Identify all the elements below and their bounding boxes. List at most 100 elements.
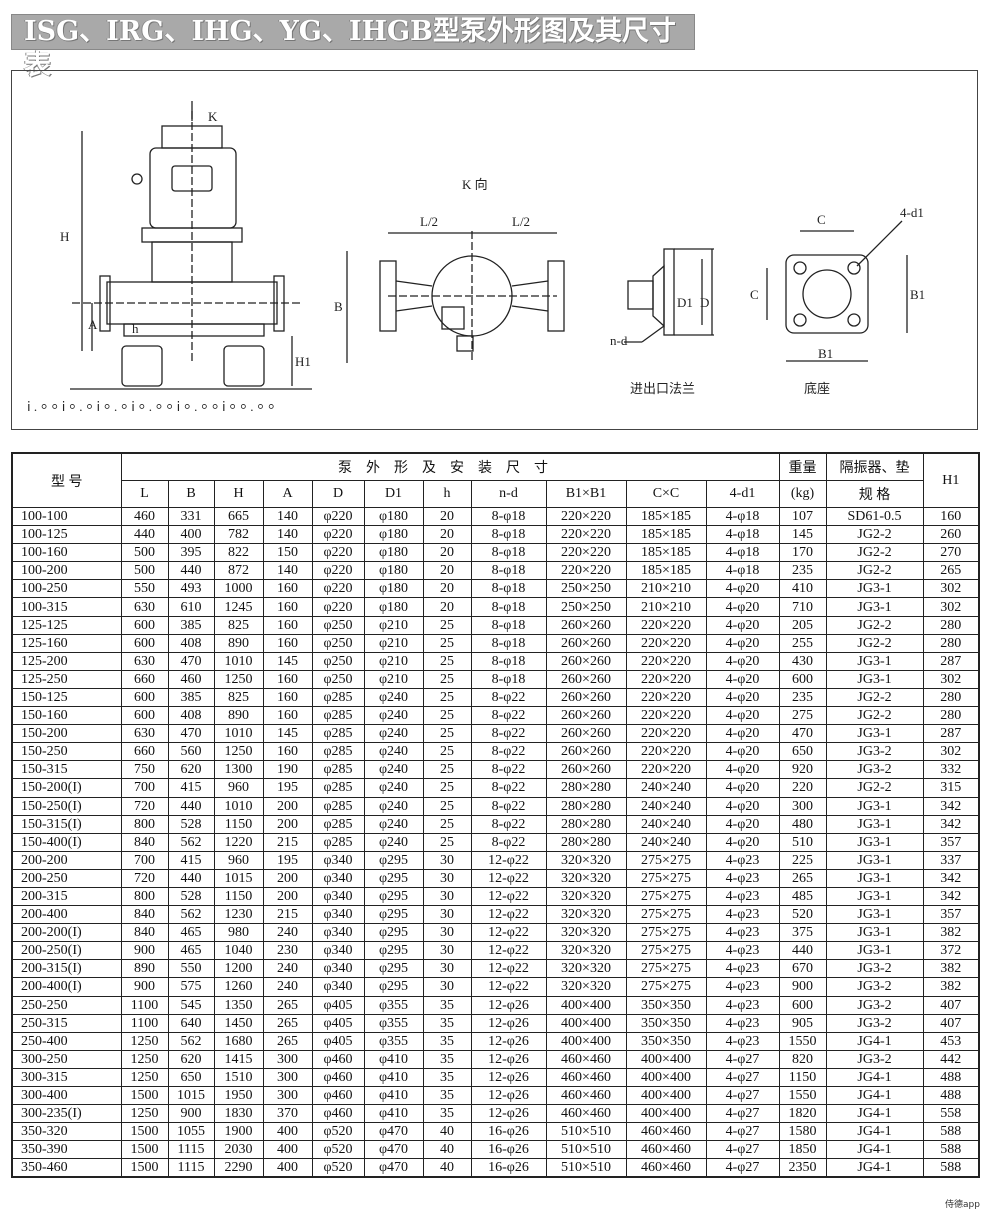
table-cell: 25 bbox=[422, 706, 472, 726]
table-cell: 825 bbox=[213, 615, 264, 635]
table-cell: 25 bbox=[422, 724, 472, 744]
table-cell: φ355 bbox=[363, 1013, 424, 1033]
table-cell: 562 bbox=[167, 1031, 215, 1051]
table-cell: 160 bbox=[262, 706, 313, 726]
table-cell: 12-φ26 bbox=[470, 1104, 547, 1124]
table-cell: 400 bbox=[167, 525, 215, 545]
table-cell: 40 bbox=[422, 1140, 472, 1160]
table-cell: JG2-2 bbox=[825, 687, 924, 708]
table-cell: φ240 bbox=[363, 814, 424, 834]
table-cell: 1850 bbox=[778, 1140, 827, 1160]
table-cell: 220×220 bbox=[625, 760, 707, 780]
table-cell: 1150 bbox=[213, 814, 264, 834]
table-cell: JG4-1 bbox=[825, 1085, 924, 1106]
table-cell: 1300 bbox=[213, 760, 264, 780]
table-cell: 185×185 bbox=[625, 525, 707, 545]
table-cell: 800 bbox=[120, 814, 169, 834]
table-cell: φ250 bbox=[311, 615, 365, 635]
table-cell: 12-φ26 bbox=[470, 1085, 547, 1106]
table-cell: 275 bbox=[778, 706, 827, 726]
table-cell: φ285 bbox=[311, 832, 365, 852]
table-cell: 235 bbox=[778, 687, 827, 708]
table-cell: 560 bbox=[167, 742, 215, 762]
table-cell: 265 bbox=[262, 1013, 313, 1033]
model-cell: 200-250(I) bbox=[11, 941, 122, 961]
table-cell: 1010 bbox=[213, 796, 264, 816]
table-cell: 12-φ26 bbox=[470, 1067, 547, 1088]
table-cell: 1900 bbox=[213, 1122, 264, 1142]
table-cell: 820 bbox=[778, 1049, 827, 1069]
model-cell: 200-400(I) bbox=[11, 977, 122, 997]
model-cell: 125-250 bbox=[11, 669, 122, 689]
table-cell: 270 bbox=[922, 543, 980, 563]
table-cell: φ285 bbox=[311, 778, 365, 798]
table-cell: 280×280 bbox=[545, 832, 627, 852]
table-cell: 4-φ20 bbox=[705, 778, 780, 798]
table-cell: 260×260 bbox=[545, 651, 627, 671]
table-cell: 260×260 bbox=[545, 760, 627, 780]
flange-caption: 进出口法兰 bbox=[630, 381, 695, 396]
table-cell: 1580 bbox=[778, 1122, 827, 1142]
table-cell: 4-φ27 bbox=[705, 1122, 780, 1142]
table-cell: φ180 bbox=[363, 506, 424, 527]
table-cell: 1550 bbox=[778, 1085, 827, 1106]
table-cell: 4-φ18 bbox=[705, 525, 780, 545]
table-cell: 280×280 bbox=[545, 778, 627, 798]
table-cell: φ240 bbox=[363, 706, 424, 726]
table-cell: 350×350 bbox=[625, 1013, 707, 1033]
table-cell: 395 bbox=[167, 543, 215, 563]
table-cell: 400×400 bbox=[625, 1067, 707, 1088]
table-cell: 302 bbox=[922, 579, 980, 599]
table-cell: JG3-2 bbox=[825, 742, 924, 762]
table-cell: 160 bbox=[262, 742, 313, 762]
table-cell: JG4-1 bbox=[825, 1067, 924, 1088]
table-cell: 35 bbox=[422, 1013, 472, 1033]
table-cell: 1200 bbox=[213, 959, 264, 979]
table-cell: 465 bbox=[167, 941, 215, 961]
table-cell: 488 bbox=[922, 1067, 980, 1088]
table-cell: 400×400 bbox=[545, 1031, 627, 1051]
table-cell: JG2-2 bbox=[825, 633, 924, 653]
table-cell: 410 bbox=[778, 579, 827, 599]
table-cell: 1220 bbox=[213, 832, 264, 852]
table-cell: 550 bbox=[120, 579, 169, 599]
table-cell: 12-φ22 bbox=[470, 959, 547, 979]
table-cell: 30 bbox=[422, 905, 472, 925]
model-cell: 150-125 bbox=[11, 687, 122, 708]
table-cell: 300 bbox=[262, 1067, 313, 1088]
table-cell: JG3-1 bbox=[825, 651, 924, 671]
table-cell: φ405 bbox=[311, 1013, 365, 1033]
table-cell: 528 bbox=[167, 886, 215, 907]
table-cell: JG4-1 bbox=[825, 1031, 924, 1051]
header-col-1: B bbox=[167, 480, 215, 508]
table-cell: 8-φ18 bbox=[470, 506, 547, 527]
page-title: ISG、IRG、IHG、YG、IHGB型泵外形图及其尺寸表 bbox=[11, 14, 695, 81]
label-h1: H1 bbox=[295, 354, 311, 369]
table-cell: 8-φ18 bbox=[470, 579, 547, 599]
table-cell: 280 bbox=[922, 615, 980, 635]
table-cell: 185×185 bbox=[625, 561, 707, 581]
table-cell: 960 bbox=[213, 850, 264, 870]
table-cell: 558 bbox=[922, 1104, 980, 1124]
header-col-5: D1 bbox=[363, 480, 424, 508]
table-cell: 8-φ22 bbox=[470, 742, 547, 762]
table-cell: 12-φ22 bbox=[470, 886, 547, 907]
table-cell: 220×220 bbox=[625, 633, 707, 653]
table-cell: 620 bbox=[167, 760, 215, 780]
table-cell: 890 bbox=[120, 959, 169, 979]
table-cell: 840 bbox=[120, 923, 169, 943]
table-cell: 160 bbox=[262, 633, 313, 653]
table-cell: 980 bbox=[213, 923, 264, 943]
table-cell: 1230 bbox=[213, 905, 264, 925]
table-cell: 440 bbox=[167, 868, 215, 888]
table-cell: 275×275 bbox=[625, 886, 707, 907]
header-col-7: n-d bbox=[470, 480, 547, 508]
table-cell: JG3-1 bbox=[825, 832, 924, 852]
table-cell: JG3-1 bbox=[825, 941, 924, 961]
model-cell: 250-315 bbox=[11, 1013, 122, 1033]
table-cell: 210×210 bbox=[625, 579, 707, 599]
model-cell: 200-315(I) bbox=[11, 959, 122, 979]
